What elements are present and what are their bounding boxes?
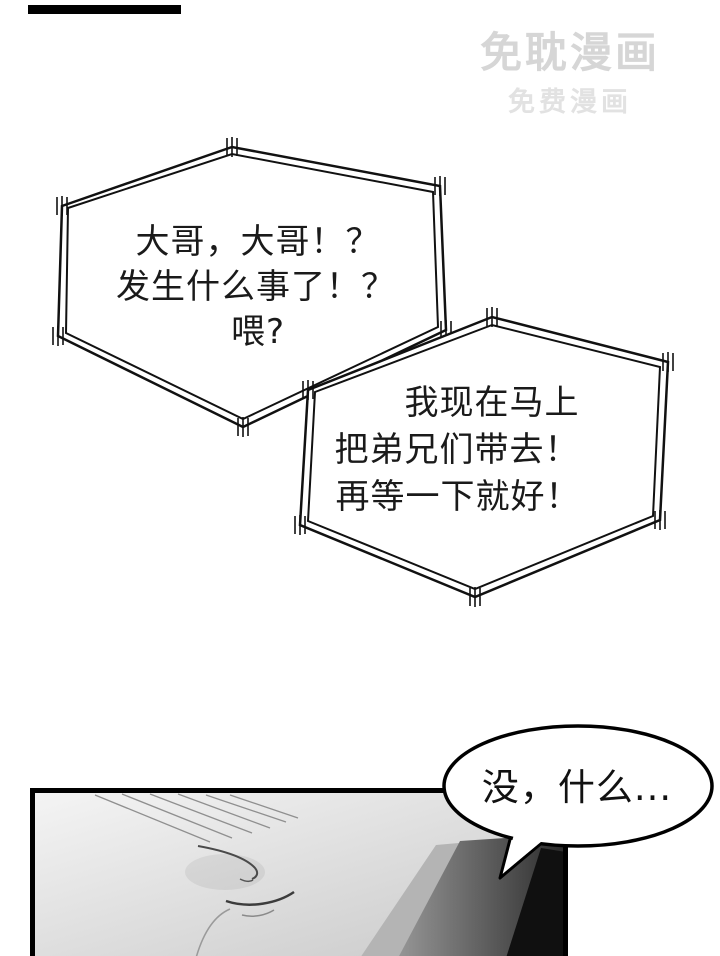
round-bubble-text: 没，什么... [482,766,672,809]
hex-bubble-1-line-3: 喂? [231,312,285,352]
round-bubble-body [442,724,714,848]
hex-bubble-1-line-2: 发生什么事了！？ [116,267,396,307]
face-artwork [35,793,563,956]
hex-speech-bubble-2: 我现在马上 把弟兄们带去！ 再等一下就好！ [294,306,674,608]
watermark: 免耽漫画 免费漫画 [479,28,660,119]
hex-bubble-1-line-1: 大哥，大哥！？ [136,222,381,262]
round-bubble-tail-join [503,831,547,873]
panel-border [30,788,568,956]
hex-speech-bubble-1: 大哥，大哥！？ 发生什么事了！？ 喂? [52,136,452,438]
hex-bubble-2-line-2: 把弟兄们带去！ [335,430,580,470]
neck-shadow-light [361,842,470,956]
face-profile-lines [195,845,295,956]
watermark-title: 免耽漫画 [479,28,660,77]
bottom-panel [30,788,568,956]
round-speech-bubble: 没，什么... [442,724,714,880]
hex-bubble-2-line-1: 我现在马上 [405,383,580,423]
watermark-subtitle: 免费漫画 [507,87,632,119]
hair-hatch-lines [94,793,299,843]
hex-bubble-2-line-3: 再等一下就好！ [336,477,581,517]
nose-shadow [185,854,265,890]
neck-shadow-dark [506,848,563,956]
top-divider-bar [28,5,181,14]
